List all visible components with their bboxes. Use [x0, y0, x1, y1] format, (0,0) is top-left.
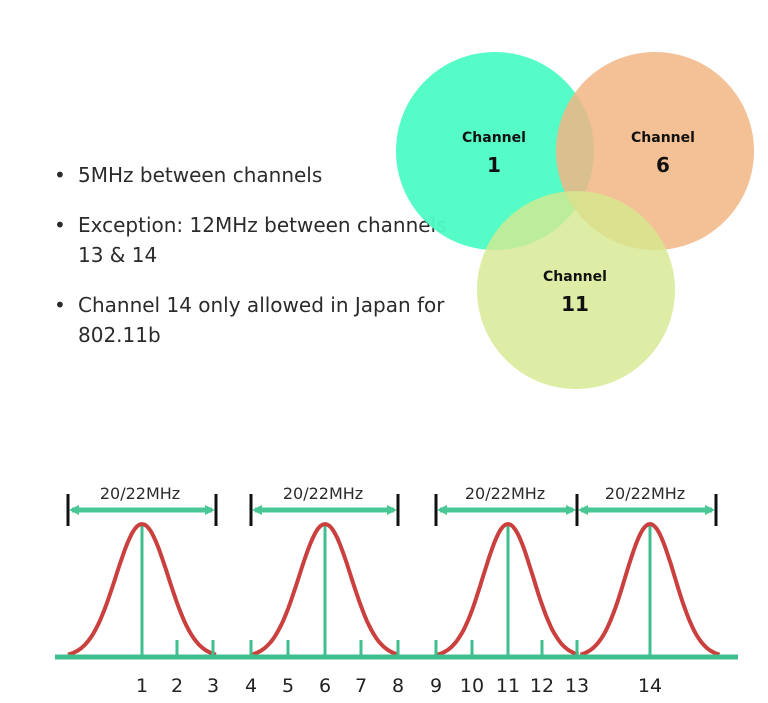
channel-tick-label: 7: [355, 675, 367, 697]
channel-tick-label: 8: [392, 675, 404, 697]
bandwidth-label: 20/22MHz: [605, 484, 685, 503]
channel-tick-label: 12: [530, 675, 554, 697]
venn-circle-channel-11: [477, 191, 675, 389]
bullet-item: Channel 14 only allowed in Japan for 802…: [50, 290, 470, 350]
channel-bell-curve: [250, 521, 400, 657]
venn-label-word: Channel: [462, 130, 526, 146]
channel-spectrum-diagram: 20/22MHz 20/22MHz 20/22MHz 20/22MHz 1 2 …: [55, 484, 738, 697]
channel-tick-label: 9: [430, 675, 442, 697]
venn-label-number: 1: [487, 153, 501, 177]
bandwidth-label: 20/22MHz: [465, 484, 545, 503]
venn-diagram: Channel 1 Channel 6 Channel 11: [396, 52, 754, 389]
bullet-item: Exception: 12MHz between channels 13 & 1…: [50, 210, 470, 270]
venn-label-word: Channel: [631, 130, 695, 146]
channel-tick-label: 3: [207, 675, 219, 697]
venn-label-word: Channel: [543, 269, 607, 285]
venn-label-number: 6: [656, 153, 670, 177]
bandwidth-label: 20/22MHz: [283, 484, 363, 503]
bandwidth-label: 20/22MHz: [100, 484, 180, 503]
channel-tick-label: 1: [136, 675, 148, 697]
venn-label-number: 11: [561, 292, 589, 316]
channel-tick-label: 11: [496, 675, 520, 697]
channel-tick-label: 4: [245, 675, 257, 697]
channel-bell-curve: [436, 521, 580, 657]
channel-tick-label: 5: [282, 675, 294, 697]
channel-tick-label: 14: [638, 675, 662, 697]
channel-bell-curve: [67, 521, 217, 657]
channel-tick-label: 10: [460, 675, 484, 697]
channel-tick-label: 6: [319, 675, 331, 697]
channel-tick-label: 13: [565, 675, 589, 697]
bullet-list: 5MHz between channels Exception: 12MHz b…: [50, 160, 470, 370]
channel-bell-curve: [579, 521, 721, 657]
bullet-item: 5MHz between channels: [50, 160, 470, 190]
channel-tick-label: 2: [171, 675, 183, 697]
